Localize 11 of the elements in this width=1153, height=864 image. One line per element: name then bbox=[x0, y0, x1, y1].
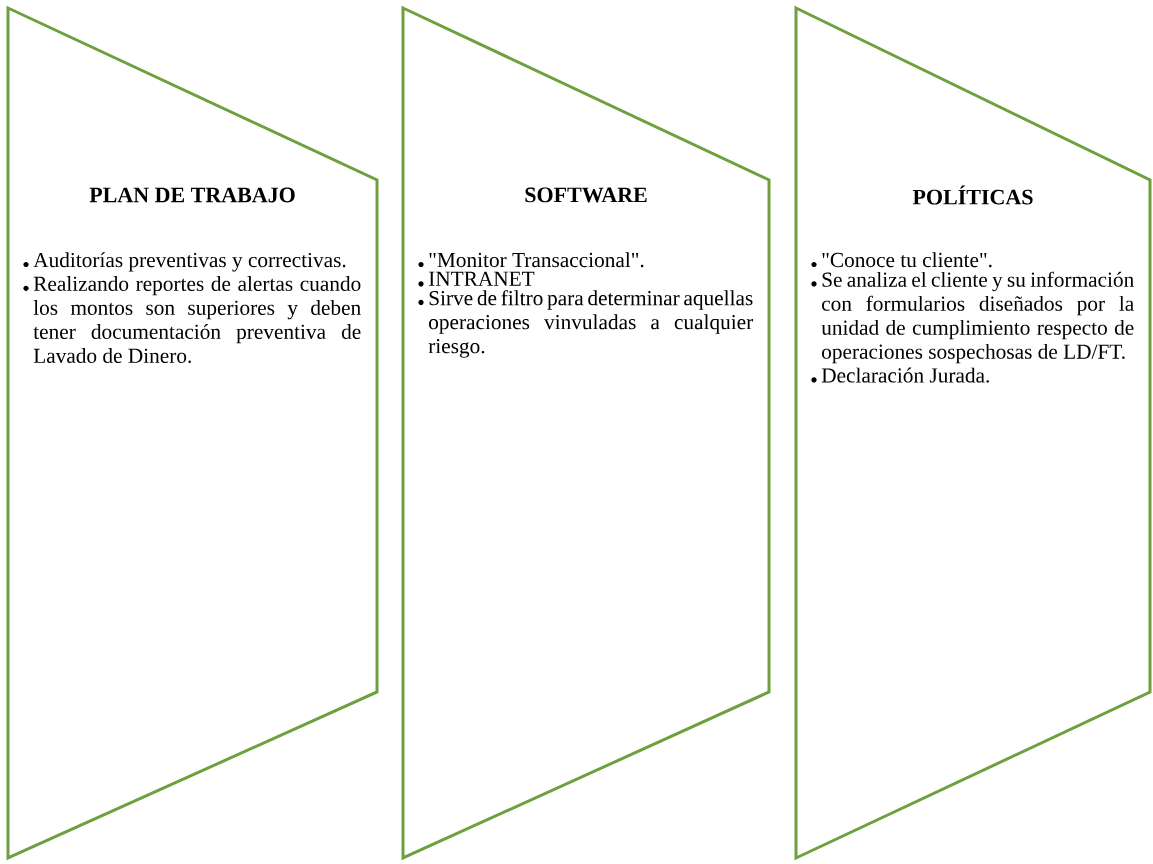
bullet-item: "Monitor Transaccional". bbox=[418, 252, 644, 268]
bullet-item: Se analiza el cliente y su información con formularios diseñados por la unidad de cumplimiento respecto de operaciones sospechosas de LD/FT. bbox=[811, 271, 1134, 364]
bullet-item: Sirve de filtro para determinar aquellas operaciones vinvuladas a cualquier riesgo. bbox=[418, 290, 754, 358]
panel-heading: POLÍTICAS bbox=[912, 185, 1033, 205]
panel-heading: PLAN DE TRABAJO bbox=[89, 187, 295, 203]
bullet-item: "Conoce tu cliente". bbox=[811, 252, 992, 268]
bullet-item: INTRANET bbox=[418, 271, 535, 287]
bullet-item: Auditorías preventivas y correctivas. bbox=[23, 252, 346, 272]
bullet-item: Realizando reportes de alertas cuando los montos son superiores y deben tener documentación preventiva de Lavado de Dinero. bbox=[23, 276, 361, 364]
panel-heading: SOFTWARE bbox=[525, 187, 647, 203]
bullet-item: Declaración Jurada. bbox=[811, 367, 989, 383]
